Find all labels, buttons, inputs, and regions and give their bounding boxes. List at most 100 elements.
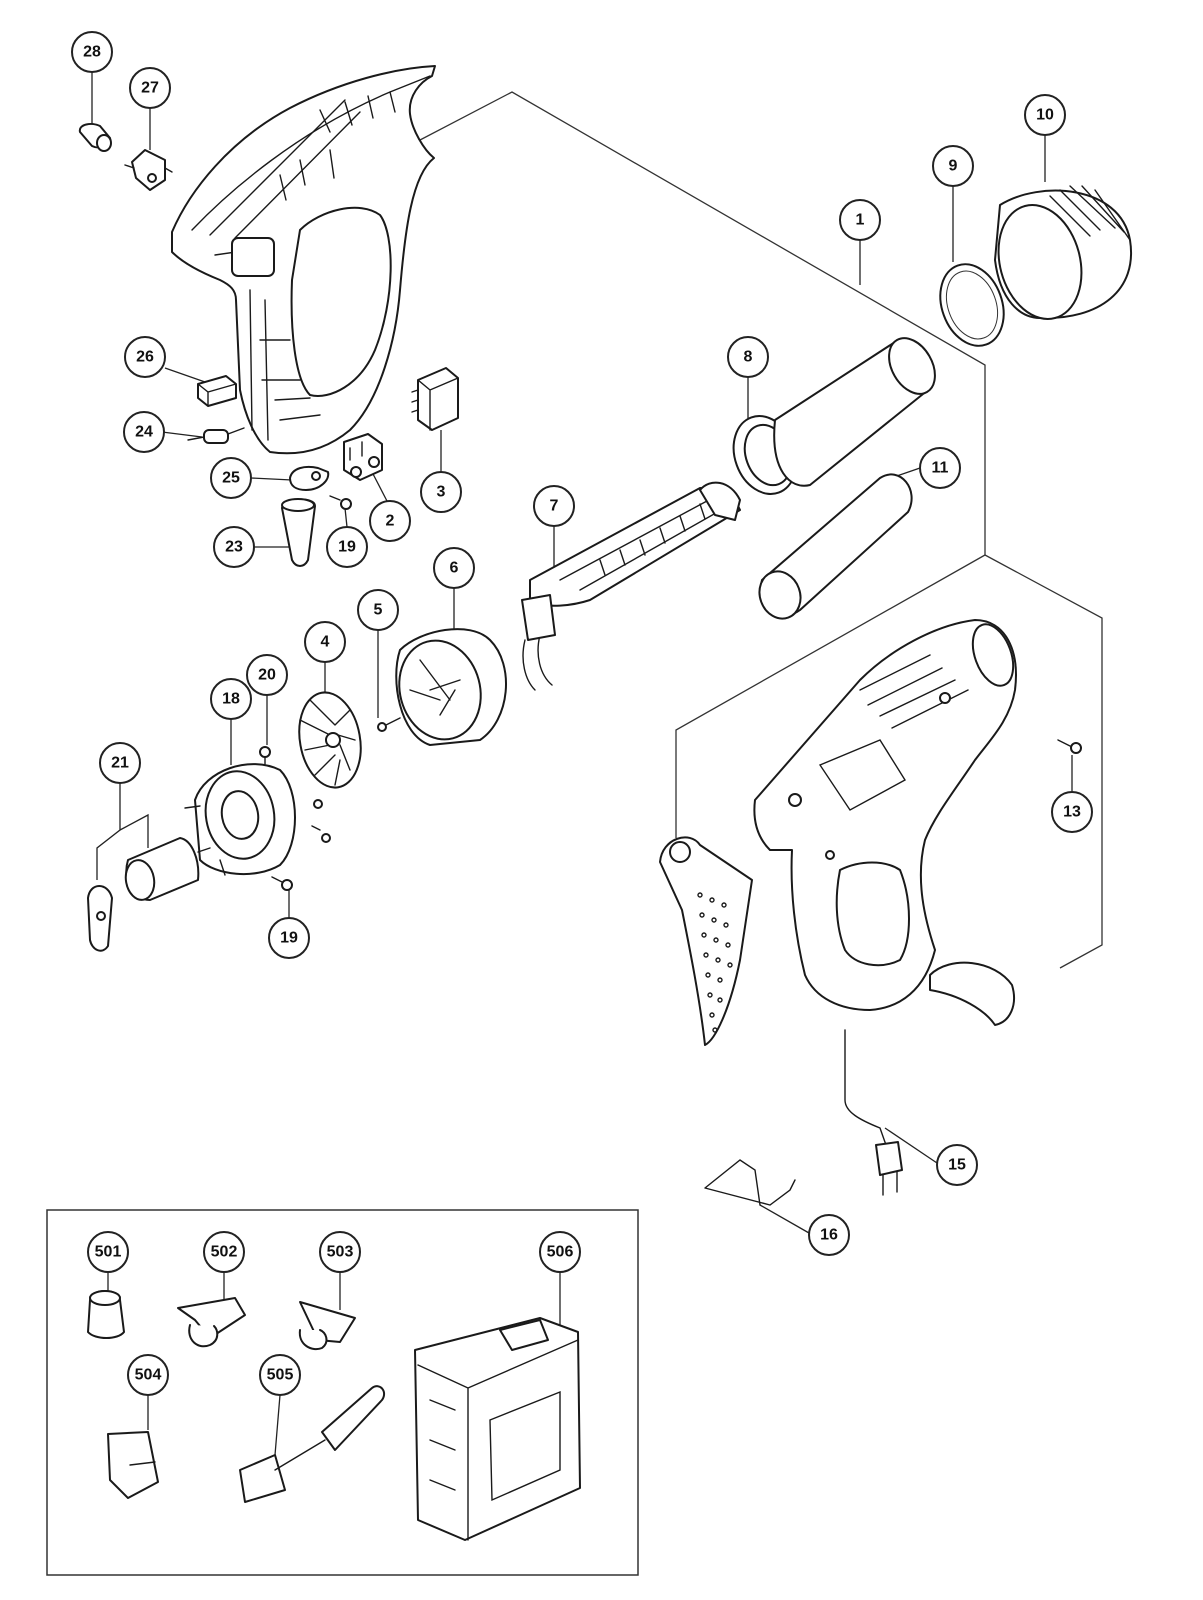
- accessories-box: [46, 1209, 639, 1576]
- callout-4: 4: [304, 621, 346, 663]
- part-505-scraper: [239, 1385, 386, 1503]
- callout-label: 7: [550, 498, 559, 515]
- callout-label: 505: [267, 1367, 294, 1384]
- callout-label: 11: [932, 460, 949, 477]
- callout-3: 3: [420, 471, 462, 513]
- callout-label: 24: [135, 424, 153, 441]
- part-6-fan-housing: [395, 628, 507, 746]
- callouts: 1 2 3 4 5 6 7 8 9 10 11 13 15 16 18 19 1…: [71, 31, 1093, 1396]
- part-28-cap: [78, 123, 112, 152]
- callout-24: 24: [123, 411, 165, 453]
- part-4-impeller: [298, 691, 362, 789]
- callout-label: 19: [280, 930, 298, 947]
- callout-label: 501: [95, 1244, 122, 1261]
- callout-label: 13: [1063, 804, 1081, 821]
- part-21-motor: [87, 837, 211, 952]
- callout-label: 4: [321, 634, 330, 651]
- callout-label: 25: [222, 470, 240, 487]
- callout-label: 1: [856, 212, 865, 229]
- part-tube-upper: [773, 337, 936, 487]
- part-25-clip: [289, 465, 330, 491]
- callout-23: 23: [213, 526, 255, 568]
- callout-label: 2: [386, 513, 395, 530]
- callout-label: 20: [258, 667, 276, 684]
- callout-20: 20: [246, 654, 288, 696]
- callout-label: 10: [1036, 107, 1054, 124]
- callout-502: 502: [203, 1231, 245, 1273]
- part-19-screw-bottom: [271, 876, 293, 891]
- heat-gun-housing-right: [753, 619, 1017, 1011]
- part-503-surface-nozzle: [298, 1301, 356, 1350]
- callout-1: 1: [839, 199, 881, 241]
- callout-28: 28: [71, 31, 113, 73]
- callout-13: 13: [1051, 791, 1093, 833]
- callout-19-lower: 19: [268, 917, 310, 959]
- callout-label: 6: [450, 560, 459, 577]
- callout-505: 505: [259, 1354, 301, 1396]
- part-15-power-cord: [844, 1029, 903, 1196]
- part-19-screw-top: [329, 495, 352, 510]
- part-13-screw: [1057, 739, 1082, 754]
- callout-label: 506: [547, 1244, 574, 1261]
- callout-5: 5: [357, 589, 399, 631]
- callout-504: 504: [127, 1354, 169, 1396]
- housing-left-half: [171, 65, 436, 455]
- callout-503: 503: [319, 1231, 361, 1273]
- callout-label: 27: [141, 80, 159, 97]
- callout-15: 15: [936, 1144, 978, 1186]
- callout-label: 23: [225, 539, 243, 556]
- callout-6: 6: [433, 547, 475, 589]
- part-9-seal-ring: [939, 263, 1005, 347]
- callout-10: 10: [1024, 94, 1066, 136]
- perforated-guard: [659, 836, 753, 1046]
- callout-label: 9: [949, 158, 958, 175]
- callout-25: 25: [210, 457, 252, 499]
- callout-label: 18: [222, 691, 240, 708]
- part-2-terminal-block: [343, 433, 383, 481]
- part-11-inner-tube: [758, 473, 913, 620]
- callout-label: 3: [437, 484, 446, 501]
- callout-label: 15: [948, 1157, 966, 1174]
- part-10-nozzle-sleeve: [994, 185, 1133, 320]
- part-16-wire-stand: [704, 1159, 796, 1206]
- assembly-frame-lines: [419, 91, 1103, 969]
- part-18-motor-mount: [184, 763, 296, 876]
- leader-lines: [91, 72, 1073, 1456]
- callout-label: 16: [820, 1227, 838, 1244]
- part-5-screw: [377, 717, 401, 732]
- part-502-reflector-nozzle: [177, 1297, 246, 1348]
- callout-19-upper: 19: [326, 526, 368, 568]
- callout-21: 21: [99, 742, 141, 784]
- callout-label: 504: [135, 1367, 162, 1384]
- callout-16: 16: [808, 1214, 850, 1256]
- callout-label: 28: [83, 44, 101, 61]
- callout-8: 8: [727, 336, 769, 378]
- callout-2: 2: [369, 500, 411, 542]
- callout-506: 506: [539, 1231, 581, 1273]
- callout-18: 18: [210, 678, 252, 720]
- part-506-carrying-case: [414, 1317, 581, 1541]
- part-3-switch: [411, 367, 459, 431]
- callout-9: 9: [932, 145, 974, 187]
- part-26-block: [197, 375, 237, 407]
- callout-label: 502: [211, 1244, 238, 1261]
- callout-label: 26: [136, 349, 154, 366]
- callout-label: 21: [111, 755, 129, 772]
- part-27-thermostat: [124, 149, 173, 191]
- callout-26: 26: [124, 336, 166, 378]
- callout-label: 503: [327, 1244, 354, 1261]
- part-20-screw: [259, 746, 271, 765]
- callout-label: 19: [338, 539, 356, 556]
- part-23-sleeve: [281, 498, 316, 567]
- callout-label: 8: [744, 349, 753, 366]
- part-501-nozzle: [87, 1290, 125, 1339]
- callout-11: 11: [919, 447, 961, 489]
- callout-501: 501: [87, 1231, 129, 1273]
- callout-label: 5: [374, 602, 383, 619]
- stand-foot: [929, 961, 1015, 1026]
- part-7-heating-element: [521, 481, 741, 691]
- callout-7: 7: [533, 485, 575, 527]
- part-504-flat-nozzle: [107, 1431, 159, 1499]
- callout-27: 27: [129, 67, 171, 109]
